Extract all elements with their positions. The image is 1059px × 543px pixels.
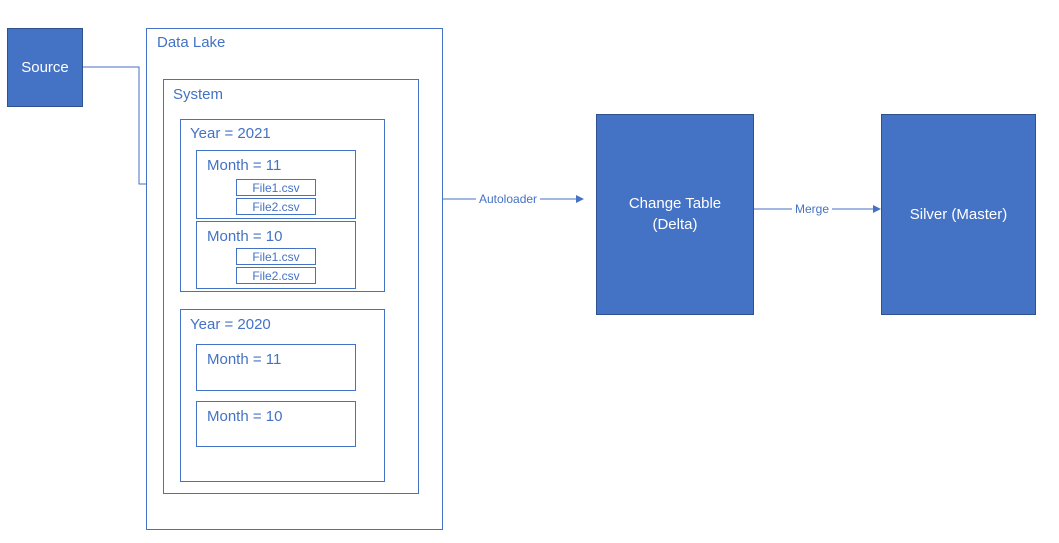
change-table-label: Change Table xyxy=(628,195,722,213)
year-2021-month-11-label: Month = 11 xyxy=(207,157,282,174)
change-table-node: Change Table (Delta) xyxy=(596,114,754,315)
file-item: File2.csv xyxy=(236,267,316,284)
file-name: File2.csv xyxy=(252,268,300,283)
source-node: Source xyxy=(7,28,83,107)
data-lake-label: Data Lake xyxy=(157,34,226,51)
year-2020-month-11-container xyxy=(196,344,356,391)
autoloader-label: Autoloader xyxy=(476,193,541,205)
file-item: File2.csv xyxy=(236,198,316,215)
merge-label: Merge xyxy=(792,203,833,215)
silver-master-label: Silver (Master) xyxy=(909,206,1008,223)
file-name: File2.csv xyxy=(252,199,300,214)
source-label: Source xyxy=(21,59,69,76)
file-item: File1.csv xyxy=(236,179,316,196)
file-name: File1.csv xyxy=(252,249,300,264)
year-2021-month-10-label: Month = 10 xyxy=(207,228,283,245)
silver-master-node: Silver (Master) xyxy=(881,114,1036,315)
system-label: System xyxy=(173,86,224,103)
file-name: File1.csv xyxy=(252,180,300,195)
year-2020-month-10-label: Month = 10 xyxy=(207,408,283,425)
year-2021-label: Year = 2021 xyxy=(190,125,271,142)
year-2020-label: Year = 2020 xyxy=(190,316,271,333)
year-2020-month-11-label: Month = 11 xyxy=(207,351,282,368)
file-item: File1.csv xyxy=(236,248,316,265)
year-2020-month-10-container xyxy=(196,401,356,447)
year-2020-container xyxy=(180,309,385,482)
change-table-sublabel: (Delta) xyxy=(652,215,698,233)
